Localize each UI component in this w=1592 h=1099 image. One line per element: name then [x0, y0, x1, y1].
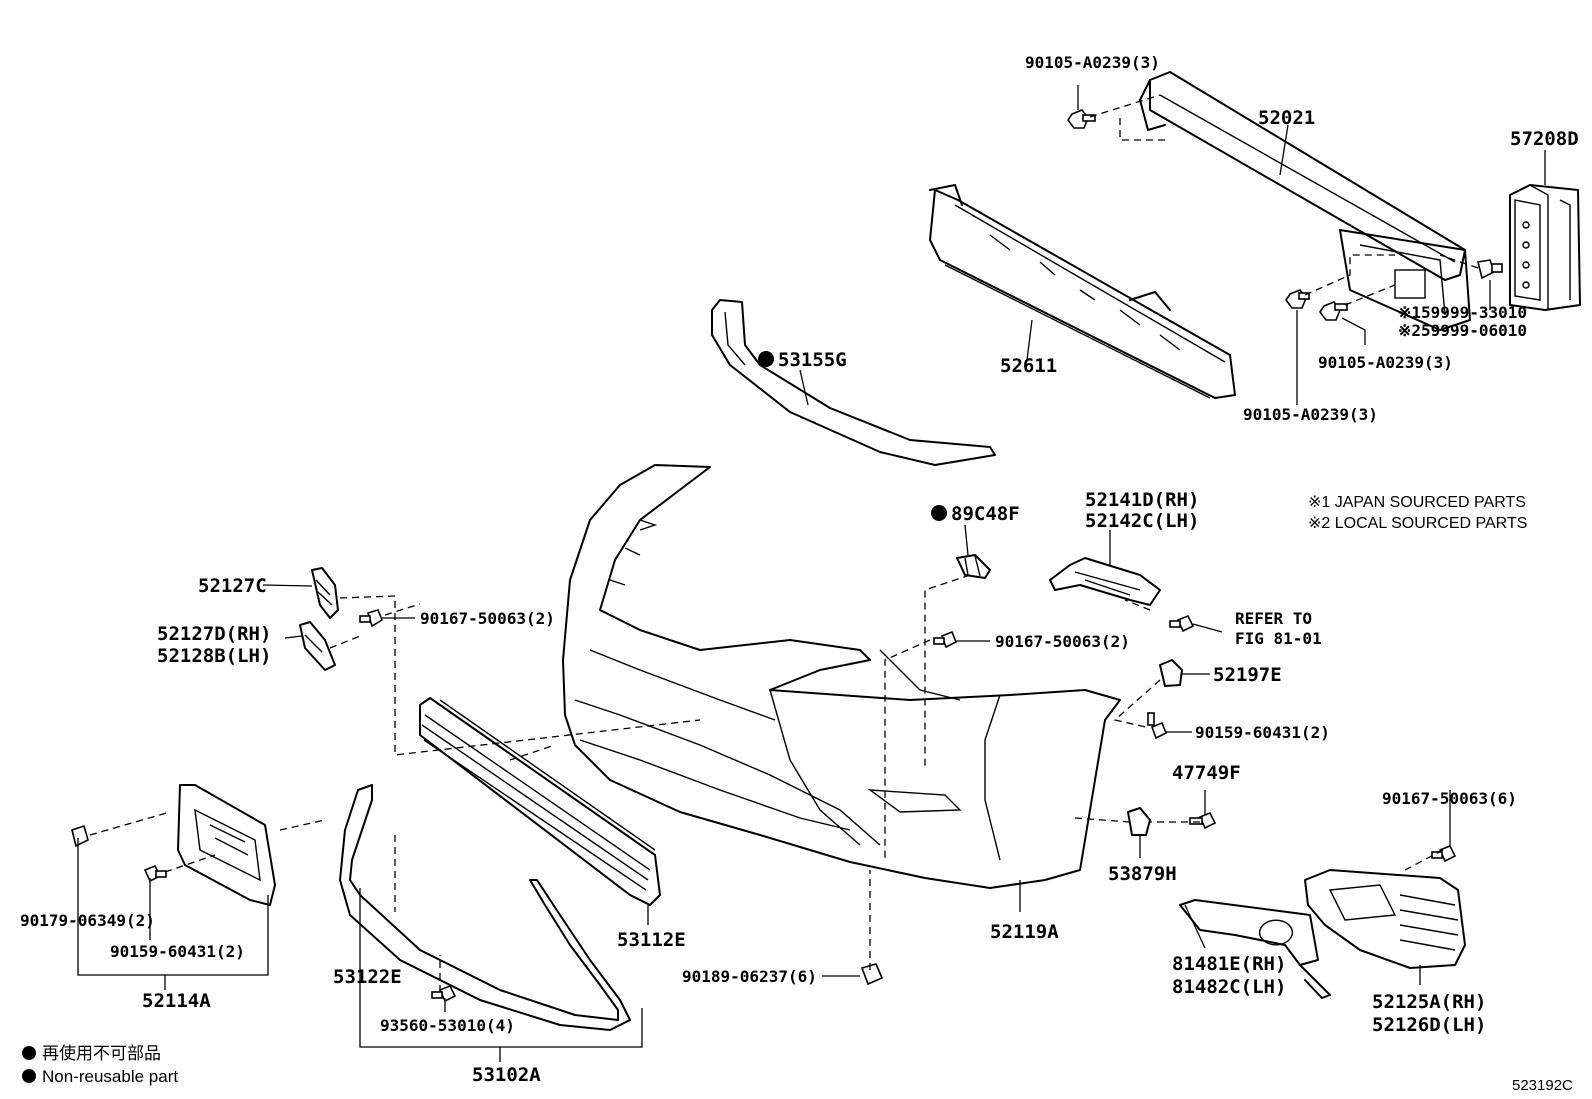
label-52611[interactable]: 52611 — [1000, 355, 1057, 377]
label-53879H[interactable]: 53879H — [1108, 863, 1177, 885]
label-57208D[interactable]: 57208D — [1510, 128, 1579, 150]
part-52197E-clip — [1159, 659, 1183, 687]
legend-en: Non-reusable part — [42, 1067, 178, 1086]
label-52119A[interactable]: 52119A — [990, 921, 1059, 943]
legend-dot-en — [22, 1069, 36, 1083]
legend: 再使用不可部品 Non-reusable part — [22, 1043, 178, 1086]
label-47749F[interactable]: 47749F — [1172, 762, 1241, 784]
part-52119A-bumper-cover — [562, 464, 1121, 889]
label-52127C[interactable]: 52127C — [198, 575, 267, 597]
label-52197E[interactable]: 52197E — [1213, 664, 1282, 686]
label-159999[interactable]: ※159999-33010 — [1398, 303, 1527, 322]
label-90179[interactable]: 90179-06349(2) — [20, 911, 155, 930]
label-53112E[interactable]: 53112E — [617, 929, 686, 951]
label-93560[interactable]: 93560-53010(4) — [380, 1016, 515, 1035]
fastener-47749F — [1189, 811, 1217, 830]
part-53112E-grille — [419, 697, 661, 906]
part-53122E-molding — [339, 784, 631, 1031]
fastener-90159-l — [143, 864, 167, 883]
label-52128B[interactable]: 52128B(LH) — [157, 645, 271, 667]
fastener-93560 — [431, 984, 457, 1003]
fastener-90167-b — [933, 630, 958, 649]
label-90159-r[interactable]: 90159-60431(2) — [1195, 723, 1330, 742]
leader-lines — [77, 85, 1546, 1062]
part-89C48F-clip — [956, 554, 991, 579]
label-90159-l[interactable]: 90159-60431(2) — [110, 942, 245, 961]
label-53102A[interactable]: 53102A — [472, 1064, 541, 1086]
part-53155G-strip — [711, 299, 996, 466]
fastener-90105-mid — [1319, 301, 1348, 321]
legend-dot-jp — [22, 1046, 36, 1060]
part-52611-absorber — [929, 184, 1236, 399]
label-52142C[interactable]: 52142C(LH) — [1085, 510, 1199, 532]
label-52114A[interactable]: 52114A — [142, 990, 211, 1012]
label-90167-a[interactable]: 90167-50063(2) — [420, 609, 555, 628]
part-57208D-bracket — [1509, 184, 1581, 311]
fastener-90179 — [71, 824, 89, 848]
label-90105-mid[interactable]: 90105-A0239(3) — [1318, 353, 1453, 372]
label-refer-2[interactable]: FIG 81-01 — [1235, 629, 1322, 648]
part-81481E-bezel — [1179, 899, 1331, 999]
label-81481E[interactable]: 81481E(RH) — [1172, 953, 1286, 975]
fastener-159999 — [1477, 259, 1503, 280]
label-52126D[interactable]: 52126D(LH) — [1372, 1014, 1486, 1036]
alignment-lines — [89, 94, 1479, 992]
label-52141D[interactable]: 52141D(RH) — [1085, 489, 1199, 511]
label-81482C[interactable]: 81482C(LH) — [1172, 976, 1286, 998]
note-local: ※2 LOCAL SOURCED PARTS — [1308, 515, 1527, 532]
nonreusable-dot-89C48F — [931, 505, 947, 521]
label-90105-low[interactable]: 90105-A0239(3) — [1243, 405, 1378, 424]
part-52125A-housing — [1304, 869, 1466, 969]
part-52021-reinforcement — [1139, 71, 1471, 331]
fastener-90105-low — [1285, 289, 1310, 309]
legend-jp: 再使用不可部品 — [42, 1043, 161, 1063]
part-52127C-bracket — [311, 567, 339, 619]
label-52021[interactable]: 52021 — [1258, 107, 1315, 129]
nonreusable-dot-53155G — [758, 351, 774, 367]
label-90189[interactable]: 90189-06237(6) — [682, 967, 817, 986]
label-53155G[interactable]: 53155G — [778, 349, 847, 371]
fastener-90105-top — [1067, 109, 1096, 129]
label-53122E[interactable]: 53122E — [333, 966, 402, 988]
label-90167-b[interactable]: 90167-50063(2) — [995, 632, 1130, 651]
label-refer-1[interactable]: REFER TO — [1235, 609, 1312, 628]
label-89C48F[interactable]: 89C48F — [951, 503, 1020, 525]
fastener-90167-a — [359, 609, 383, 628]
label-52125A[interactable]: 52125A(RH) — [1372, 991, 1486, 1013]
fastener-90159-r — [1147, 712, 1168, 740]
label-52127D[interactable]: 52127D(RH) — [157, 623, 271, 645]
note-japan: ※1 JAPAN SOURCED PARTS — [1308, 494, 1526, 511]
labels: 90105-A0239(3) 52021 57208D ※159999-3301… — [20, 53, 1579, 1086]
part-52141D-bracket — [1049, 557, 1161, 606]
label-259999[interactable]: ※259999-06010 — [1398, 321, 1527, 340]
figure-code: 523192C — [1512, 1077, 1573, 1094]
part-52127D-bracket — [299, 621, 336, 671]
fastener-90167-c — [1431, 844, 1457, 863]
fastener-90189 — [860, 963, 884, 986]
fastener-refer — [1169, 614, 1195, 633]
label-90167-c[interactable]: 90167-50063(6) — [1382, 789, 1517, 808]
label-90105-top[interactable]: 90105-A0239(3) — [1025, 53, 1160, 72]
part-52114A-plate-bracket — [177, 784, 276, 906]
part-53879H-clip — [1127, 807, 1151, 836]
